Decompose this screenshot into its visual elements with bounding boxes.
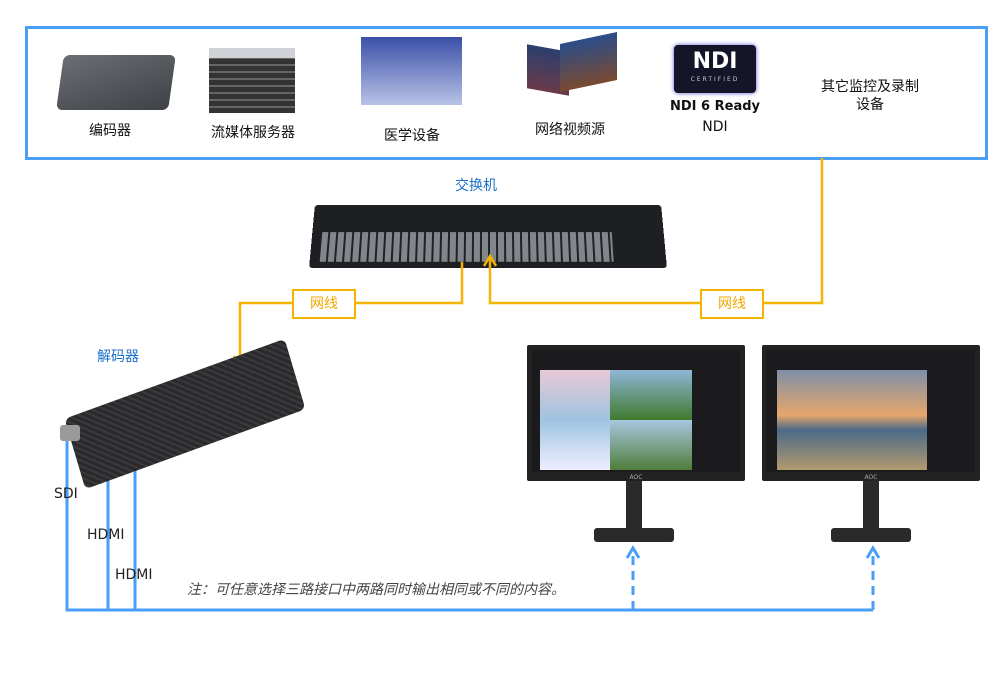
- port-label-hdmi-1: HDMI: [87, 527, 125, 543]
- cable-label-right: 网线: [700, 289, 764, 319]
- network-line-left: [356, 262, 462, 303]
- monitor-stand: [626, 481, 642, 531]
- monitor-brand: AOC: [527, 474, 745, 481]
- sdi-connector-icon: [60, 425, 80, 441]
- port-label-hdmi-2: HDMI: [115, 567, 153, 583]
- monitor-2: AOC: [762, 345, 980, 481]
- cable-label-left: 网线: [292, 289, 356, 319]
- monitor-brand: AOC: [762, 474, 980, 481]
- network-line-right: [762, 158, 822, 303]
- monitor-screen: [767, 350, 975, 472]
- monitor-1: AOC: [527, 345, 745, 481]
- monitor-base: [831, 528, 911, 542]
- note-text: 注：可任意选择三路接口中两路同时输出相同或不同的内容。: [187, 579, 565, 599]
- monitor-stand: [863, 481, 879, 531]
- port-label-sdi: SDI: [54, 486, 78, 502]
- monitor-base: [594, 528, 674, 542]
- network-line-right-to-switch: [490, 258, 700, 303]
- decoder-label: 解码器: [97, 346, 139, 366]
- monitor-screen: [532, 350, 740, 472]
